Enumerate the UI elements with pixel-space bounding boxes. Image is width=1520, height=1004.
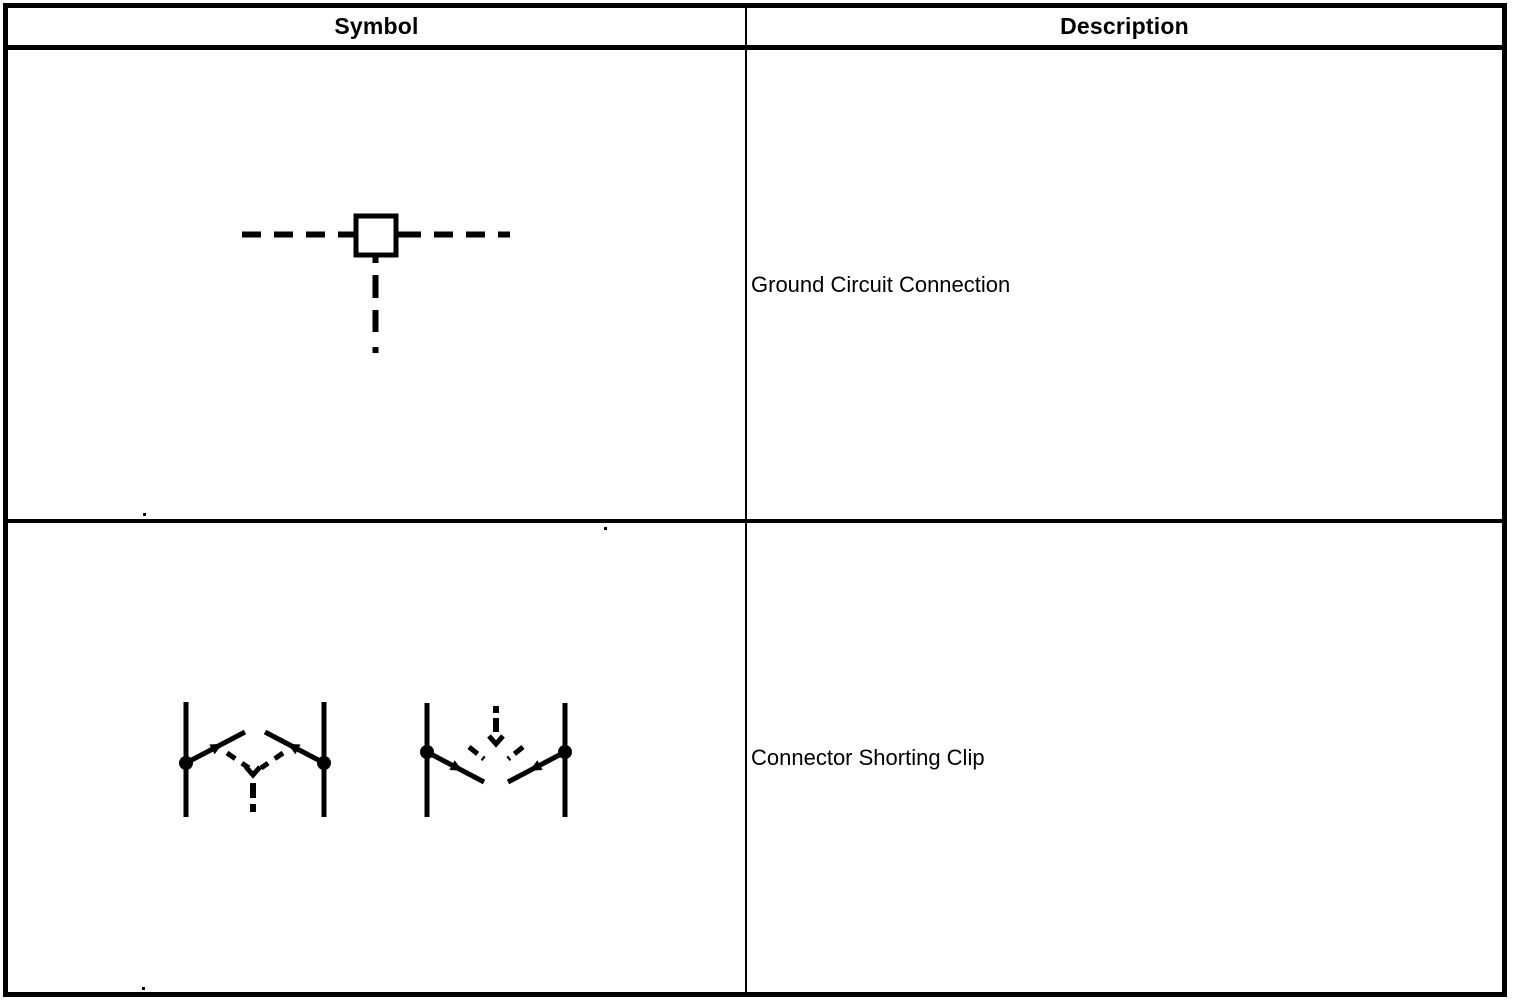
symbol-column-header: Symbol <box>334 13 419 39</box>
description-text: Connector Shorting Clip <box>751 744 985 770</box>
header-cell-symbol: Symbol <box>8 8 745 45</box>
dashed-closed-arm-right <box>506 745 525 761</box>
description-cell-row-1: Ground Circuit Connection <box>747 50 1502 519</box>
shorting-clip-variant-open <box>420 703 572 817</box>
dashed-closed-arm-left <box>467 745 486 761</box>
shorting-clip-variant-closed <box>179 702 331 817</box>
down-arrowhead <box>244 765 262 779</box>
left-arm-arrowhead <box>449 760 463 771</box>
symbol-cell-row-1 <box>8 50 745 519</box>
left-arm-arrowhead <box>209 743 223 755</box>
symbol-cell-row-2 <box>8 523 745 992</box>
right-arm-arrowhead <box>287 743 301 755</box>
description-column-header: Description <box>1060 13 1189 39</box>
row-divider-header <box>8 45 1502 50</box>
row-divider-body <box>8 519 1502 523</box>
right-arm-arrowhead <box>529 760 543 771</box>
scan-speck <box>143 513 146 516</box>
symbol-description-table: Symbol Description Ground Circuit <box>3 3 1507 997</box>
connector-shorting-clip-icon <box>179 702 572 817</box>
dashed-open-arm-right <box>259 750 285 771</box>
scan-speck <box>604 527 607 530</box>
down-arrowhead <box>487 734 505 748</box>
column-divider <box>745 8 747 992</box>
connection-square <box>353 213 399 258</box>
scan-speck <box>142 987 145 990</box>
header-cell-description: Description <box>747 8 1502 45</box>
description-cell-row-2: Connector Shorting Clip <box>747 523 1502 992</box>
dashed-open-arm-left <box>225 750 251 771</box>
description-text: Ground Circuit Connection <box>751 271 1011 297</box>
ground-circuit-connection-icon <box>242 213 510 353</box>
